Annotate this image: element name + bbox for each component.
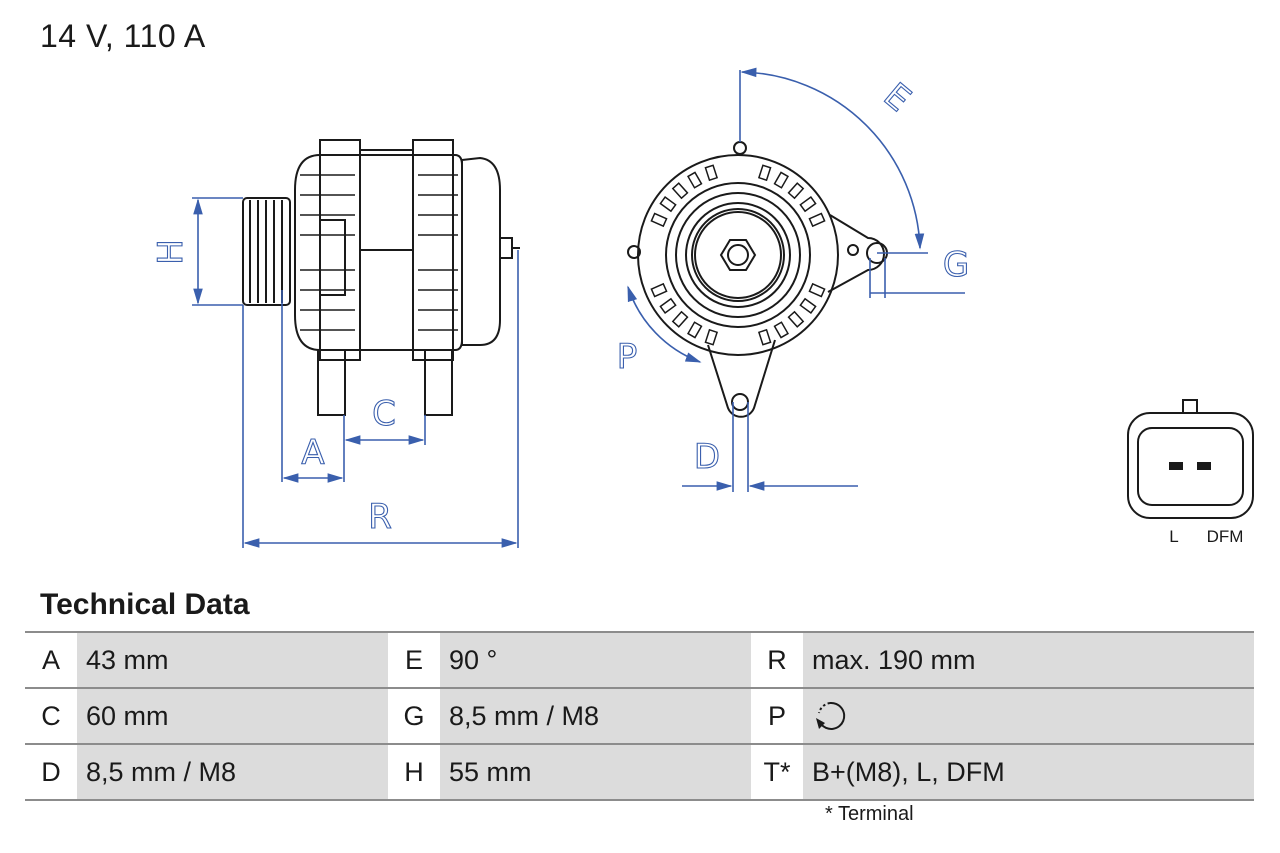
vent-slot xyxy=(757,164,772,182)
spec-value: B+(M8), L, DFM xyxy=(803,743,1254,801)
footnote: * Terminal xyxy=(825,803,914,825)
product-title: 14 V, 110 A xyxy=(40,18,206,54)
spec-value: 8,5 mm / M8 xyxy=(440,687,751,745)
side-dimensions xyxy=(192,197,519,548)
vent-slot xyxy=(704,164,719,182)
dim-label-c: C xyxy=(372,394,396,434)
spec-value: 43 mm xyxy=(77,631,388,689)
vent-slot xyxy=(787,310,805,328)
vent-slot xyxy=(650,282,668,298)
spec-value: 90 ° xyxy=(440,631,751,689)
vent-slot xyxy=(773,171,789,189)
connector-diagram xyxy=(1127,399,1254,519)
spec-key: P xyxy=(751,687,803,745)
spec-value: 60 mm xyxy=(77,687,388,745)
technical-data-heading: Technical Data xyxy=(40,588,250,621)
vent-slot xyxy=(808,282,826,298)
vent-slot xyxy=(687,321,703,339)
dim-label-d: D xyxy=(694,437,720,477)
vent-slot xyxy=(671,182,689,200)
spec-value: 8,5 mm / M8 xyxy=(77,743,388,801)
pulley xyxy=(242,197,291,306)
vent-slot xyxy=(757,328,772,346)
technical-data-table: A 43 mm E 90 ° R max. 190 mm C 60 mm G 8… xyxy=(25,631,1254,801)
table-row: C 60 mm G 8,5 mm / M8 P xyxy=(25,687,1254,745)
cooling-fins xyxy=(300,174,458,331)
clockwise-rotation-icon xyxy=(816,701,846,730)
spec-value: max. 190 mm xyxy=(803,631,1254,689)
vent-slot xyxy=(687,171,703,189)
dim-label-a: A xyxy=(301,433,324,473)
vent-slot xyxy=(659,196,677,213)
pin-label-dfm: DFM xyxy=(1207,527,1244,546)
spec-key: G xyxy=(388,687,440,745)
spec-key: D xyxy=(25,743,77,801)
spec-key: R xyxy=(751,631,803,689)
vent-slot xyxy=(671,310,689,328)
spec-key: H xyxy=(388,743,440,801)
vent-slot xyxy=(773,321,789,339)
spec-value: 55 mm xyxy=(440,743,751,801)
dim-label-g: G xyxy=(943,245,969,285)
vent-slot xyxy=(787,182,805,200)
vent-slot xyxy=(808,212,826,228)
dim-label-e: E xyxy=(876,75,918,119)
spec-key: T* xyxy=(751,743,803,801)
vent-slot xyxy=(799,196,817,213)
vent-slot xyxy=(704,328,719,346)
table-row: D 8,5 mm / M8 H 55 mm T* B+(M8), L, DFM xyxy=(25,743,1254,801)
vent-slot xyxy=(650,212,668,228)
spec-key: A xyxy=(25,631,77,689)
spec-key: C xyxy=(25,687,77,745)
technical-drawing: H A C R E G P D L DFM xyxy=(150,67,1254,548)
dim-label-h: H xyxy=(151,239,191,265)
pin-label-l: L xyxy=(1169,527,1178,546)
vent-slot xyxy=(659,297,677,314)
spec-key: E xyxy=(388,631,440,689)
vent-slot xyxy=(799,297,817,314)
table-row: A 43 mm E 90 ° R max. 190 mm xyxy=(25,631,1254,689)
side-view xyxy=(242,139,520,416)
front-dimensions xyxy=(627,67,965,492)
front-view xyxy=(627,141,888,418)
dim-label-r: R xyxy=(368,497,392,537)
spec-value-rotation xyxy=(803,687,1254,745)
dim-label-p: P xyxy=(617,337,638,377)
